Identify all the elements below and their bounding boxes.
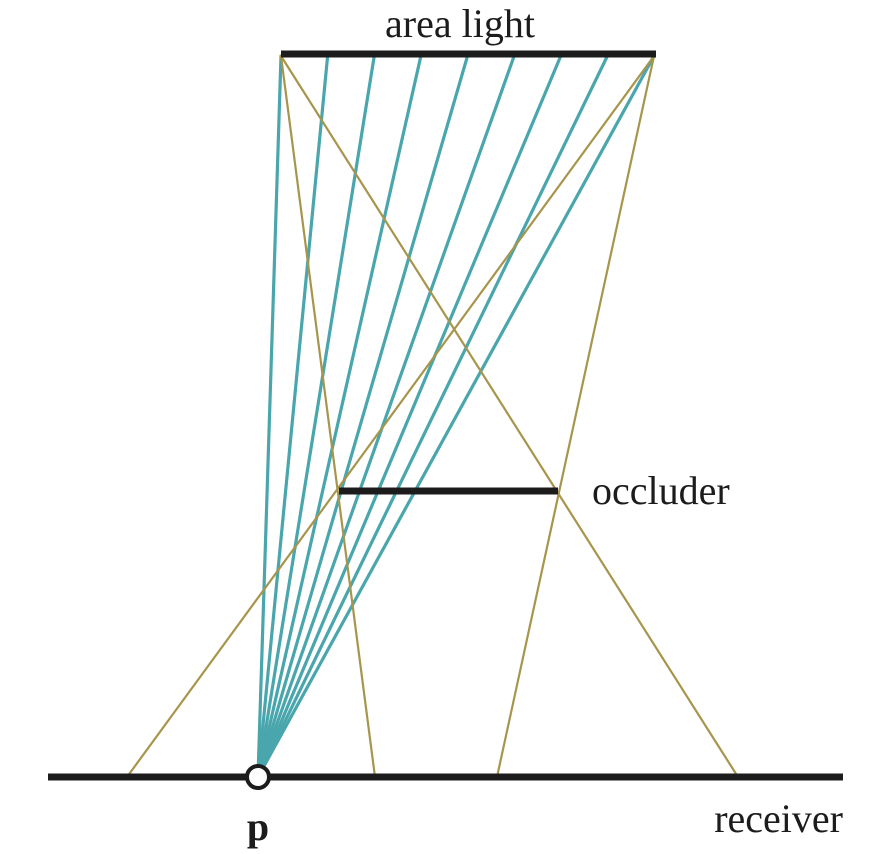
sample-ray [256, 54, 516, 779]
area-light-label: area light [385, 1, 535, 46]
boundary-ray [279, 54, 377, 779]
sample-ray [256, 54, 470, 779]
sample-rays [256, 54, 656, 779]
sample-ray [256, 54, 283, 779]
boundary-ray [279, 54, 740, 779]
sample-ray [256, 54, 609, 779]
boundary-ray [125, 54, 656, 779]
sample-ray [256, 54, 563, 779]
sample-ray [256, 54, 423, 779]
boundary-rays [125, 54, 740, 779]
point-p-label: p [247, 804, 269, 849]
receiver-label: receiver [714, 796, 843, 841]
sample-ray [256, 54, 656, 779]
sample-ray [256, 54, 376, 779]
sample-ray [256, 54, 330, 779]
boundary-ray [495, 54, 656, 779]
occluder-label: occluder [592, 468, 730, 513]
point-p-marker [245, 764, 271, 790]
